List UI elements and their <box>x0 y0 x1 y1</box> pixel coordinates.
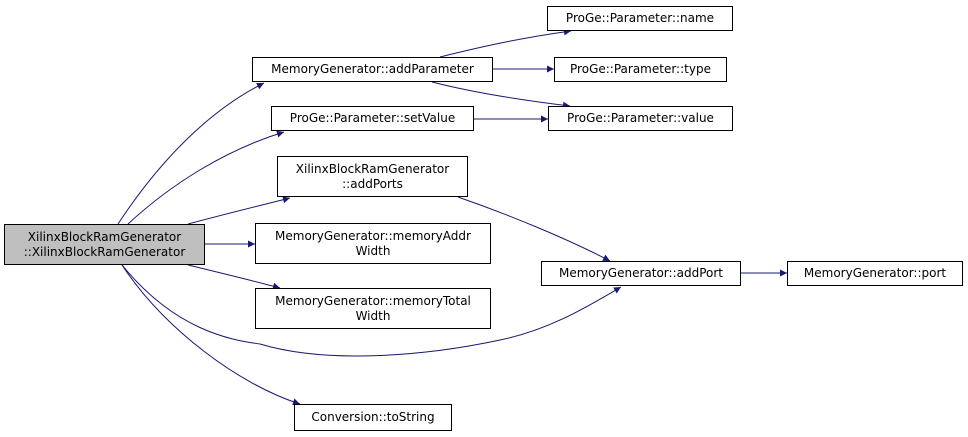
node-label-line: ProGe::Parameter::name <box>565 11 715 25</box>
node-label-line: MemoryGenerator::memoryAddr <box>275 228 471 243</box>
node-proge-parameter-set-value[interactable]: ProGe::Parameter::setValue <box>271 106 474 131</box>
node-label-line: ProGe::Parameter::value <box>567 111 714 125</box>
edge-root-to-set-value <box>127 130 285 225</box>
node-proge-parameter-type[interactable]: ProGe::Parameter::type <box>554 57 727 82</box>
node-label-line: MemoryGenerator::port <box>803 266 947 280</box>
edge-add-parameter-to-name <box>439 28 572 58</box>
edge-add-parameter-to-value <box>431 81 571 109</box>
node-label-line: Conversion::toString <box>311 410 435 424</box>
node-memory-generator-port[interactable]: MemoryGenerator::port <box>787 261 963 286</box>
node-proge-parameter-value[interactable]: ProGe::Parameter::value <box>548 106 733 131</box>
node-label-line: ::addPorts <box>342 176 403 191</box>
node-xilinx-block-ram-generator-add-ports[interactable]: XilinxBlockRamGenerator ::addPorts <box>277 156 468 197</box>
edge-root-to-add-ports <box>187 196 291 225</box>
node-label-line: MemoryGenerator::addPort <box>559 266 723 280</box>
node-label-line: MemoryGenerator::memoryTotal <box>275 293 471 308</box>
edge-add-ports-to-add-port <box>457 196 611 262</box>
node-label-line: XilinxBlockRamGenerator <box>295 161 450 176</box>
node-label-line: Width <box>355 243 391 258</box>
node-memory-generator-memory-addr-width[interactable]: MemoryGenerator::memoryAddr Width <box>255 223 491 264</box>
node-memory-generator-memory-total-width[interactable]: MemoryGenerator::memoryTotal Width <box>255 288 491 329</box>
edge-root-to-add-parameter <box>117 82 265 225</box>
node-label-line: ProGe::Parameter::type <box>570 62 711 76</box>
node-label-line: ProGe::Parameter::setValue <box>289 111 456 125</box>
node-label-line: XilinxBlockRamGenerator <box>27 229 182 244</box>
node-memory-generator-add-port[interactable]: MemoryGenerator::addPort <box>541 261 741 286</box>
node-conversion-to-string[interactable]: Conversion::toString <box>294 404 452 431</box>
node-memory-generator-add-parameter[interactable]: MemoryGenerator::addParameter <box>252 57 493 82</box>
edge-root-to-memory-total-width <box>187 264 281 290</box>
node-label-line: MemoryGenerator::addParameter <box>271 62 474 76</box>
node-proge-parameter-name[interactable]: ProGe::Parameter::name <box>547 6 733 31</box>
edge-root-to-add-port <box>121 264 622 357</box>
node-label-line: ::XilinxBlockRamGenerator <box>23 244 186 259</box>
node-label-line: Width <box>355 308 391 323</box>
edge-root-to-to-string <box>121 264 301 406</box>
node-xilinx-block-ram-generator-ctor: XilinxBlockRamGenerator ::XilinxBlockRam… <box>4 224 205 265</box>
